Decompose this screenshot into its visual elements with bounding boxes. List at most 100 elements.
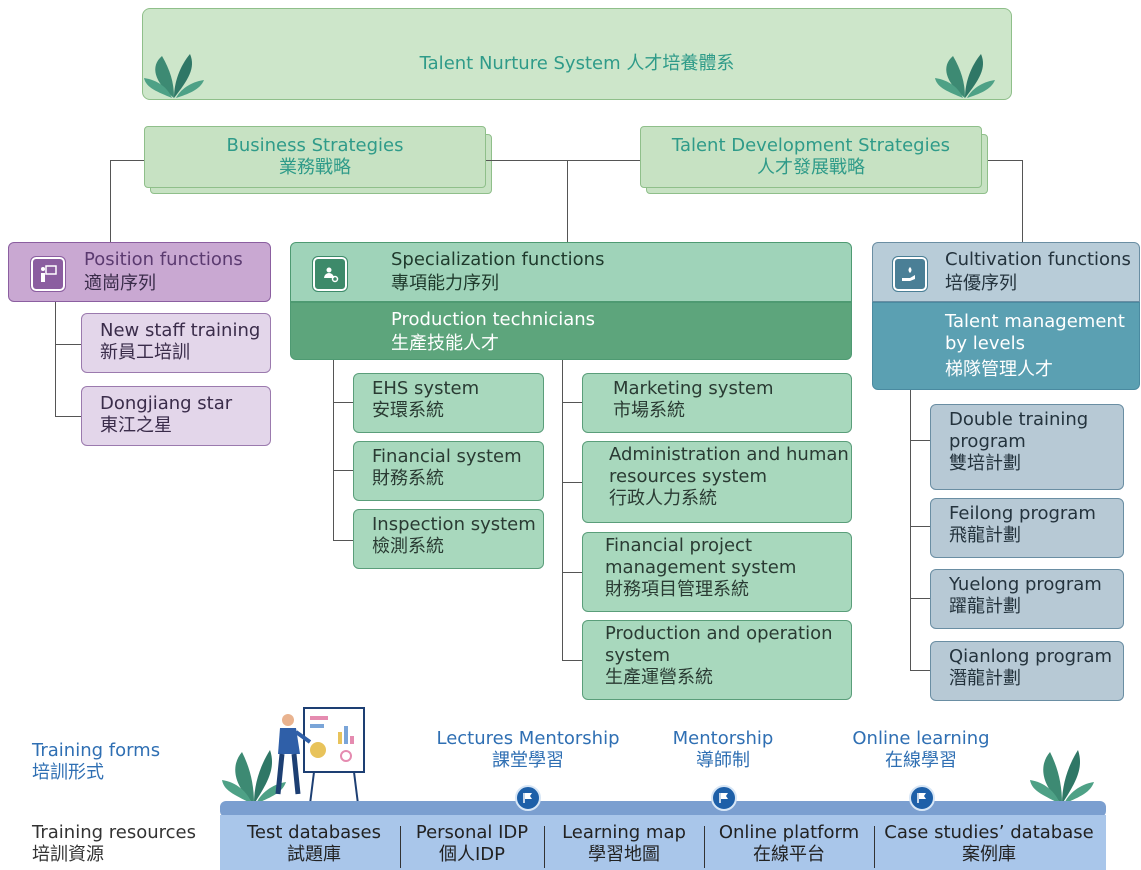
spec-item-cn: 財務項目管理系統: [605, 579, 749, 600]
specialization-header: Specialization functions 專項能力序列: [290, 242, 852, 302]
training-form-item: Online learning 在線學習: [842, 728, 1000, 772]
resource-en: Test databases: [247, 822, 381, 843]
connector: [486, 160, 640, 161]
flag-icon: [711, 785, 737, 811]
cult-item-cn: 飛龍計劃: [949, 525, 1021, 546]
specialization-item: Production and operation system 生產運營系統: [582, 620, 852, 700]
connector: [110, 160, 144, 161]
connector: [333, 360, 334, 540]
cultivation-header: Cultivation functions 培優序列: [872, 242, 1140, 302]
cult-item-en: Double training program: [949, 409, 1089, 452]
specialization-item: Marketing system 市場系統: [582, 373, 852, 433]
resource-en: Online platform: [718, 822, 860, 843]
training-forms-label: Training forms 培訓形式: [32, 740, 160, 784]
divider: [874, 826, 875, 868]
cultivation-item: Yuelong program 躍龍計劃: [930, 569, 1124, 629]
training-resources-label: Training resources 培訓資源: [32, 822, 196, 866]
connector: [333, 402, 353, 403]
spec-item-cn: 檢測系統: [372, 536, 444, 557]
flag-icon: [909, 785, 935, 811]
training-resources-cn: 培訓資源: [32, 844, 104, 865]
resource-cn: 學習地圖: [588, 844, 660, 865]
divider: [544, 826, 545, 868]
spec-item-cn: 財務系統: [372, 468, 444, 489]
spec-item-en: Financial system: [372, 446, 522, 467]
spec-item-en: Administration and human resources syste…: [609, 444, 849, 487]
connector: [910, 440, 930, 441]
hand-plant-icon: [892, 256, 928, 292]
training-form-cn: 課堂學習: [492, 750, 564, 771]
specialization-cn: 專項能力序列: [391, 273, 499, 294]
cult-item-cn: 潛龍計劃: [949, 668, 1021, 689]
cult-item-en: Feilong program: [949, 503, 1096, 524]
talent-strategies-en: Talent Development Strategies: [671, 135, 951, 156]
band-cn: 生產技能人才: [391, 333, 499, 354]
position-en: Position functions: [84, 249, 243, 270]
band-en: Talent management by levels: [945, 311, 1125, 354]
connector: [110, 160, 111, 242]
position-item-cn: 東江之星: [100, 415, 172, 436]
cultivation-en: Cultivation functions: [945, 249, 1131, 270]
cultivation-item: Feilong program 飛龍計劃: [930, 498, 1124, 558]
business-strategies-box: Business Strategies 業務戰略: [144, 126, 486, 188]
business-strategies-en: Business Strategies: [226, 135, 404, 156]
training-form-item: Lectures Mentorship 課堂學習: [420, 728, 636, 772]
position-item-en: New staff training: [100, 320, 261, 341]
leaf-decoration-icon: [144, 54, 204, 98]
cult-item-en: Qianlong program: [949, 646, 1113, 667]
resource-en: Personal IDP: [415, 822, 529, 843]
spec-item-en: Financial project management system: [605, 535, 797, 578]
training-forms-en: Training forms: [32, 740, 161, 761]
spec-item-en: Marketing system: [613, 378, 774, 399]
cultivation-cn: 培優序列: [945, 273, 1017, 294]
connector: [562, 402, 582, 403]
connector: [562, 572, 582, 573]
talent-management-band: Talent management by levels 梯隊管理人才: [872, 302, 1140, 390]
divider: [400, 826, 401, 868]
connector: [333, 470, 353, 471]
connector: [988, 160, 1022, 161]
spec-item-cn: 市場系統: [613, 400, 685, 421]
talent-strategies-cn: 人才發展戰略: [757, 157, 865, 178]
specialization-item: Financial system 財務系統: [353, 441, 544, 501]
spec-item-cn: 生產運營系統: [605, 667, 713, 688]
position-functions-header: Position functions 適崗序列: [8, 242, 271, 302]
spec-item-cn: 行政人力系統: [609, 488, 717, 509]
spec-item-cn: 安環系統: [372, 400, 444, 421]
presenter-icon: [30, 256, 66, 292]
divider: [704, 826, 705, 868]
cult-item-cn: 雙培計劃: [949, 453, 1021, 474]
resource-item: Personal IDP 個人IDP: [402, 822, 542, 866]
training-resources-en: Training resources: [32, 822, 196, 843]
spec-item-en: Inspection system: [372, 514, 536, 535]
spec-item-en: Production and operation system: [605, 623, 833, 666]
specialization-item: Administration and human resources syste…: [582, 441, 852, 523]
position-cn: 適崗序列: [84, 273, 156, 294]
resource-item: Online platform 在線平台: [706, 822, 872, 866]
training-form-cn: 導師制: [696, 750, 750, 771]
talent-development-strategies-box: Talent Development Strategies 人才發展戰略: [640, 126, 982, 188]
connector: [910, 598, 930, 599]
gear-person-icon: [312, 256, 348, 292]
cultivation-item: Qianlong program 潛龍計劃: [930, 641, 1124, 701]
production-technicians-band: Production technicians 生產技能人才: [290, 302, 852, 360]
connector: [55, 344, 81, 345]
resource-cn: 在線平台: [753, 844, 825, 865]
connector: [55, 416, 81, 417]
leaf-decoration-icon: [1030, 750, 1094, 804]
resource-item: Learning map 學習地圖: [546, 822, 702, 866]
resource-cn: 個人IDP: [438, 844, 506, 865]
spec-item-en: EHS system: [372, 378, 480, 399]
position-item: New staff training 新員工培訓: [81, 313, 271, 373]
leaf-decoration-icon: [935, 54, 995, 98]
specialization-item: Inspection system 檢測系統: [353, 509, 544, 569]
connector: [567, 160, 568, 242]
position-item-en: Dongjiang star: [100, 393, 233, 414]
connector: [910, 670, 930, 671]
cult-item-cn: 躍龍計劃: [949, 596, 1021, 617]
training-form-cn: 在線學習: [885, 750, 957, 771]
resource-en: Case studies’ database: [884, 822, 1094, 843]
band-cn: 梯隊管理人才: [945, 359, 1053, 380]
specialization-item: EHS system 安環系統: [353, 373, 544, 433]
presenter-board-icon: [275, 707, 365, 805]
